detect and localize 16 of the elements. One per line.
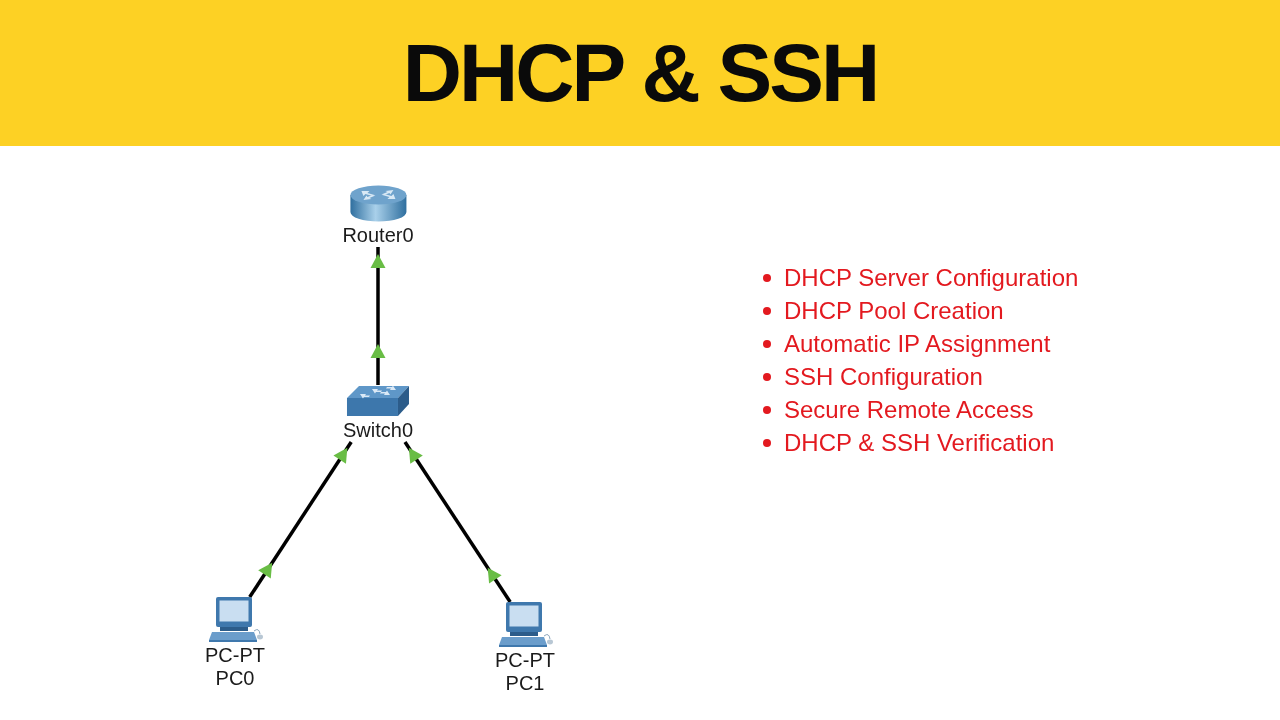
device-label: PC0 [215, 667, 255, 690]
title: DHCP & SSH [402, 32, 878, 114]
network-cable [403, 441, 512, 603]
device-label: PC-PT [495, 649, 555, 672]
device-label: PC-PT [205, 644, 265, 667]
list-item: Secure Remote Access [784, 394, 1034, 425]
network-cable [370, 247, 386, 385]
network-cable [248, 441, 353, 598]
device-label: Router0 [342, 224, 414, 247]
list-item: Automatic IP Assignment [784, 328, 1051, 359]
list-item: DHCP Pool Creation [784, 295, 1004, 326]
device-label: Switch0 [343, 419, 413, 442]
list-item: DHCP Server Configuration [784, 262, 1079, 293]
device-label: PC1 [505, 672, 545, 695]
list-item: SSH Configuration [784, 361, 983, 392]
list-item: DHCP & SSH Verification [784, 427, 1055, 458]
